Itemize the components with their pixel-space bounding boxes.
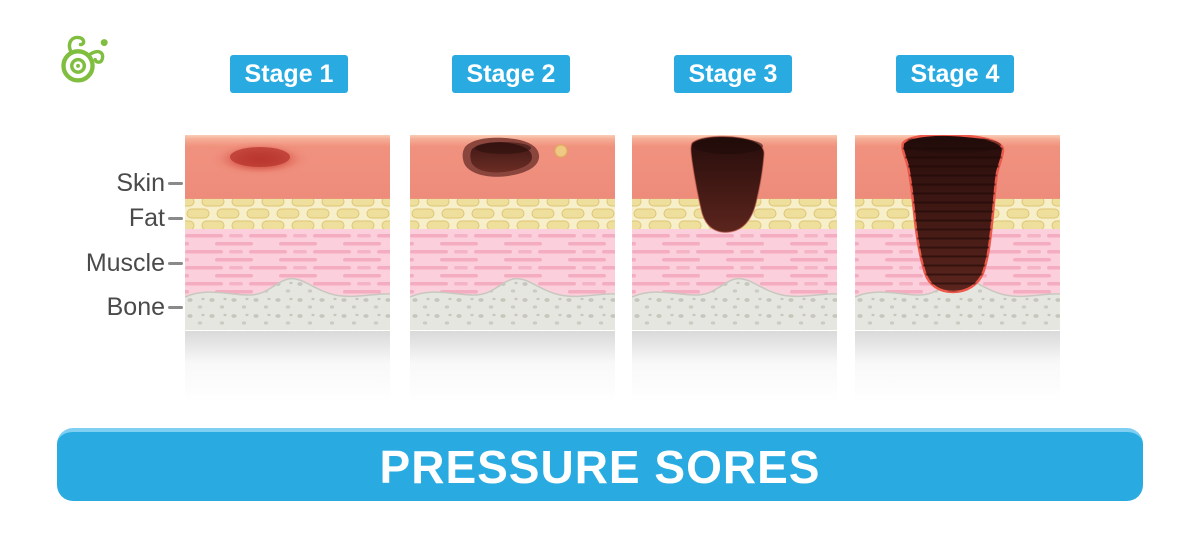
bone-outline — [631, 277, 838, 298]
stage-3-label: Stage 3 — [674, 55, 792, 93]
stage1-sore-center — [230, 147, 290, 167]
bone-outline — [184, 277, 391, 298]
layer-label-bone: Bone — [33, 292, 183, 322]
logo-left-curl — [67, 35, 86, 54]
tissue-diagram-stage-2 — [409, 135, 616, 330]
logo-spiral — [70, 57, 87, 74]
block-shadow-3 — [632, 331, 837, 403]
tissue-diagram-stage-4 — [854, 133, 1061, 330]
skin-pointer-line — [168, 181, 183, 185]
bone-pointer-line — [168, 305, 183, 309]
logo-body — [61, 49, 95, 83]
stage-1-label: Stage 1 — [230, 55, 348, 93]
block-shadow-1 — [185, 331, 390, 403]
layer-label-fat: Fat — [33, 203, 183, 233]
stage3-wound-cavity — [690, 135, 765, 233]
muscle-label-text: Muscle — [85, 248, 165, 277]
tissue-diagram-stage-1 — [184, 135, 391, 330]
stage2-wound-shadow — [475, 142, 531, 154]
title-banner: PRESSURE SORES — [57, 428, 1143, 501]
tissue-block-stage-2 — [409, 135, 616, 330]
tissue-block-stage-1 — [184, 135, 391, 330]
block-shadow-4 — [855, 331, 1060, 403]
stage2-blister-dot — [554, 144, 568, 158]
tissue-block-stage-4 — [854, 133, 1061, 330]
stage4-wound-shadow — [905, 137, 1001, 153]
tissue-block-stage-3 — [631, 135, 838, 330]
tissue-diagram-stage-3 — [631, 135, 838, 330]
stage4-wound-texture — [902, 134, 1004, 292]
page-title: PRESSURE SORES — [379, 440, 821, 493]
logo-dot — [100, 39, 108, 47]
fat-pointer-line — [168, 216, 183, 220]
fat-label-text: Fat — [128, 203, 165, 232]
logo-center-dot — [76, 63, 80, 68]
bone-outline — [409, 277, 616, 298]
layer-label-skin: Skin — [33, 168, 183, 198]
stage-2-label: Stage 2 — [452, 55, 570, 93]
logo-right-curl — [86, 49, 105, 64]
bone-label-text: Bone — [106, 292, 165, 321]
stage-4-label: Stage 4 — [896, 55, 1014, 93]
skin-label-text: Skin — [116, 168, 165, 197]
layer-label-muscle: Muscle — [33, 248, 183, 278]
block-shadow-2 — [410, 331, 615, 403]
muscle-pointer-line — [168, 261, 183, 265]
brand-logo — [61, 35, 108, 83]
stage3-wound-shadow — [693, 138, 763, 154]
